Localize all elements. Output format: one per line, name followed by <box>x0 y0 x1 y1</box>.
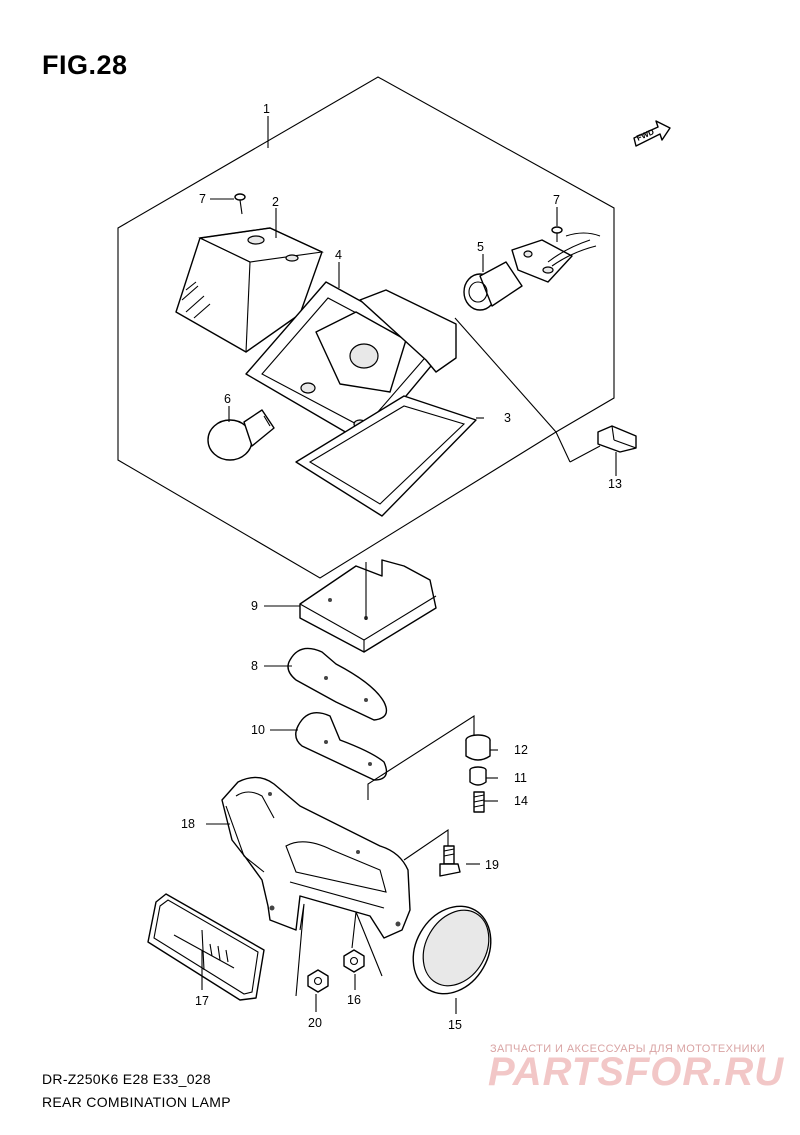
watermark-logo: PARTSFOR.RU <box>488 1050 785 1094</box>
fwd-arrow-icon: FWD <box>633 120 671 147</box>
part-screw <box>234 193 246 215</box>
part-collar <box>469 766 487 786</box>
part-clip <box>597 425 637 453</box>
part-bracket <box>221 776 411 939</box>
assembly-outline <box>117 76 615 579</box>
callout-15: 15 <box>448 1018 462 1032</box>
part-pad <box>287 647 388 721</box>
callout-7a: 7 <box>199 192 206 206</box>
part-socket <box>463 232 601 311</box>
part-nut <box>343 949 365 973</box>
callout-19: 19 <box>485 858 499 872</box>
callout-5: 5 <box>477 240 484 254</box>
callout-4: 4 <box>335 248 342 262</box>
part-bolt <box>473 791 485 813</box>
callout-20: 20 <box>308 1016 322 1030</box>
callout-14: 14 <box>514 794 528 808</box>
part-screw <box>551 226 563 242</box>
model-code: DR-Z250K6 E28 E33_028 <box>42 1071 211 1087</box>
callout-18: 18 <box>181 817 195 831</box>
part-round-reflector <box>412 905 492 995</box>
callout-17: 17 <box>195 994 209 1008</box>
part-plate <box>299 559 437 653</box>
callout-12: 12 <box>514 743 528 757</box>
part-nut <box>307 969 329 993</box>
part-bolt <box>439 845 461 877</box>
callout-3: 3 <box>504 411 511 425</box>
callout-7b: 7 <box>553 193 560 207</box>
fig-title: FIG.28 <box>42 50 128 80</box>
part-lens <box>175 227 324 353</box>
callout-13: 13 <box>608 477 622 491</box>
part-grommet <box>465 734 491 761</box>
watermark-subtitle: ЗАПЧАСТИ И АКСЕССУАРЫ ДЛЯ МОТОТЕХНИКИ <box>490 1043 766 1055</box>
callout-11: 11 <box>514 771 527 785</box>
callout-10: 10 <box>251 723 265 737</box>
leader-lines <box>201 116 617 1014</box>
callout-16: 16 <box>347 993 361 1007</box>
part-pad <box>295 712 388 781</box>
part-reflector <box>147 893 265 1001</box>
diagram-name: REAR COMBINATION LAMP <box>42 1094 231 1110</box>
callout-1: 1 <box>263 102 270 116</box>
callout-6: 6 <box>224 392 231 406</box>
callout-8: 8 <box>251 659 258 673</box>
callout-9: 9 <box>251 599 258 613</box>
part-bulb <box>207 409 275 461</box>
part-gasket <box>295 395 477 517</box>
callout-2: 2 <box>272 195 279 209</box>
